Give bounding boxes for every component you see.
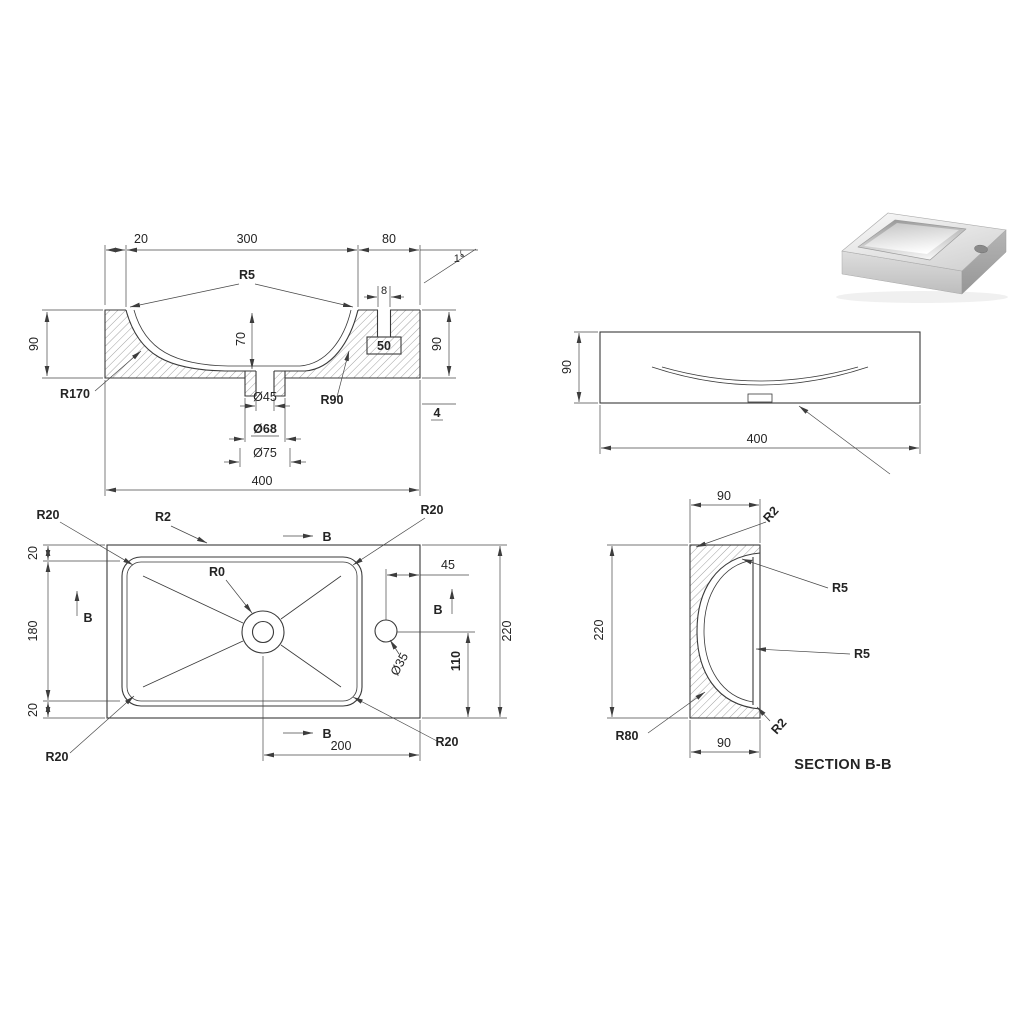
r2-bottom-leader — [756, 706, 771, 722]
plan-faucet-hole — [374, 619, 398, 643]
r20-tl-leader — [59, 521, 134, 566]
front-drain-void — [256, 370, 274, 396]
dim-label-20: 20 — [134, 232, 148, 246]
section-label-b-top: B — [322, 530, 331, 544]
r20-bl-leader — [69, 695, 135, 754]
section-body-outline — [689, 544, 761, 719]
d4-label: 4 — [434, 406, 441, 420]
side-drain-pointer-arrow — [798, 405, 891, 475]
plan-view: R20 R2 R20 20 180 20 R0 45 Ø35 110 220 2… — [26, 503, 514, 764]
section-title: SECTION B-B — [794, 757, 892, 773]
r20-tl-label: R20 — [37, 508, 60, 522]
front-basin-curve — [125, 309, 359, 372]
r90-label: R90 — [321, 393, 344, 407]
r170-label: R170 — [60, 387, 90, 401]
r5-upper-leader — [741, 558, 829, 589]
r2-label: R2 — [155, 510, 171, 524]
front-drain-outline — [244, 371, 286, 396]
front-extension-lines — [42, 245, 478, 496]
r2-top-leader — [695, 521, 767, 548]
side-body-outline — [599, 331, 921, 404]
r20-br-label: R20 — [436, 735, 459, 749]
front-angle-lines — [423, 248, 477, 284]
plan-drain-circle-outer — [241, 610, 285, 654]
r5-leader-left — [129, 283, 240, 308]
r2-leader — [170, 525, 208, 544]
box50-label: 50 — [377, 339, 391, 353]
render-faucet-hole — [974, 244, 988, 254]
side-drain-mark — [747, 393, 773, 403]
side-elevation-view: 90 400 — [560, 331, 921, 475]
render-shadow — [836, 291, 1008, 303]
dia68-label: Ø68 — [253, 422, 277, 436]
r5-label: R5 — [239, 268, 255, 282]
plan-basin-diagonals — [142, 575, 342, 688]
section-basin-inner-curve — [703, 559, 754, 703]
plan-dim-label-20-bottom: 20 — [26, 703, 40, 717]
side-dim-label-400: 400 — [747, 432, 768, 446]
section-dim-label-220: 220 — [592, 620, 606, 641]
section-dim-label-90-bottom: 90 — [717, 736, 731, 750]
plan-extension-lines — [43, 544, 507, 761]
r2-bottom-label: R2 — [768, 716, 789, 737]
front-basin-inner-curve — [133, 309, 352, 367]
r5-leader-right — [254, 283, 354, 308]
dim-label-300: 300 — [237, 232, 258, 246]
side-dim-label-90: 90 — [560, 360, 574, 374]
r5-lower-leader — [755, 647, 851, 655]
plan-dim-label-45: 45 — [441, 558, 455, 572]
slot8-label: 8 — [381, 285, 387, 297]
dia35-label: Ø35 — [388, 650, 411, 677]
section-label-b-right: B — [433, 603, 442, 617]
dim-label-90-left: 90 — [27, 337, 41, 351]
r20-bl-label: R20 — [46, 750, 69, 764]
r80-leader — [647, 691, 706, 734]
dia35-leader — [389, 639, 400, 655]
r90-leader — [336, 350, 350, 398]
plan-rim-outer — [121, 556, 363, 707]
render-basin-highlight — [864, 223, 959, 254]
r2-top-label: R2 — [760, 504, 781, 525]
r0-leader — [225, 579, 253, 614]
plan-dim-label-20-top: 20 — [26, 546, 40, 560]
plan-dim-label-220: 220 — [500, 621, 514, 642]
section-basin-curve — [696, 552, 761, 710]
section-extension-lines — [607, 499, 761, 758]
dia45-label: Ø45 — [253, 390, 277, 404]
r170-leader — [94, 350, 142, 392]
plan-rim-inner — [126, 561, 358, 702]
r5-upper-label: R5 — [832, 581, 848, 595]
side-extension-lines — [574, 331, 921, 454]
r0-label: R0 — [209, 565, 225, 579]
front-slot-void — [377, 309, 391, 337]
section-bb-view: 90 R2 R5 R5 220 R80 90 R2 SECTION B-B — [592, 489, 892, 773]
box50-frame — [366, 336, 402, 355]
r20-tr-leader — [352, 517, 426, 566]
dim-label-80: 80 — [382, 232, 396, 246]
front-section-view: 20 300 80 1° R5 8 50 90 90 70 R170 R90 Ø… — [27, 232, 478, 496]
angle-label: 1° — [454, 253, 465, 265]
plan-dim-label-200: 200 — [331, 739, 352, 753]
plan-drain-circle-inner — [251, 620, 275, 644]
plan-outer-outline — [106, 544, 421, 719]
dim-label-400: 400 — [252, 474, 273, 488]
plan-dim-label-180: 180 — [26, 621, 40, 642]
dim-label-70: 70 — [234, 332, 248, 346]
product-3d-render — [836, 212, 1008, 303]
r20-tr-label: R20 — [421, 503, 444, 517]
r5-lower-label: R5 — [854, 647, 870, 661]
dia75-label: Ø75 — [253, 446, 277, 460]
section-label-b-left: B — [83, 611, 92, 625]
dim-label-90-right: 90 — [430, 337, 444, 351]
front-basin-void — [126, 310, 358, 371]
r20-br-leader — [352, 696, 438, 742]
section-dim-label-90-top: 90 — [717, 489, 731, 503]
section-basin-void — [697, 553, 760, 709]
plan-dim-label-110: 110 — [449, 651, 463, 671]
section-label-b-bottom: B — [322, 727, 331, 741]
r80-label: R80 — [616, 729, 639, 743]
side-basin-curves — [651, 366, 869, 386]
